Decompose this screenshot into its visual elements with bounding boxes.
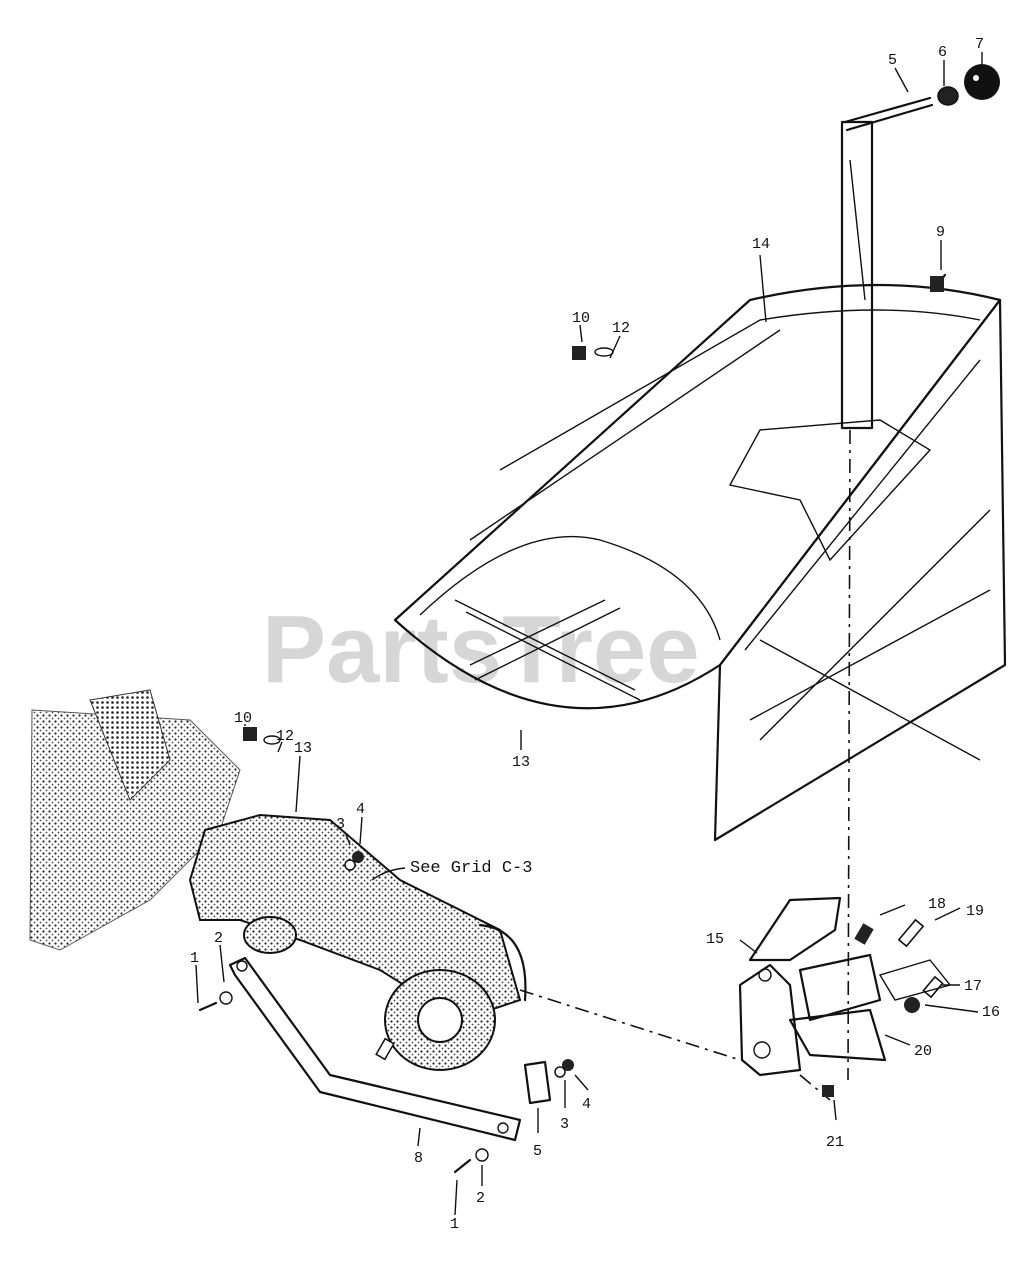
hardware-small	[198, 727, 834, 1174]
callout-4: 4	[356, 801, 365, 818]
gearbox-housing	[188, 813, 527, 1071]
callout-9: 9	[936, 224, 945, 241]
callout-1: 1	[450, 1216, 459, 1233]
axis-line	[519, 989, 741, 1061]
callout-16: 16	[982, 1004, 1000, 1021]
callout-13: 13	[294, 740, 312, 757]
callout-12: 12	[612, 320, 630, 337]
tractor-hitch-area	[29, 689, 241, 951]
tine-shield	[393, 283, 1007, 842]
callout-10: 10	[234, 710, 252, 727]
callout-13: 13	[512, 754, 530, 771]
see-grid-note: See Grid C-3	[410, 859, 532, 878]
callout-20: 20	[914, 1043, 932, 1060]
callout-5: 5	[888, 52, 897, 69]
callout-2: 2	[476, 1190, 485, 1207]
callout-3: 3	[336, 816, 345, 833]
callout-17: 17	[964, 978, 982, 995]
callout-3: 3	[560, 1116, 569, 1133]
callout-numbers: 7 6 5 9 14 10 12 13 10 12 13 3 4 2 1 18 …	[190, 36, 1000, 1233]
callout-2: 2	[214, 930, 223, 947]
callout-8: 8	[414, 1150, 423, 1167]
callout-14: 14	[752, 236, 770, 253]
depth-bar-assembly	[840, 64, 1000, 1081]
leader-lines	[195, 52, 983, 1216]
callout-19: 19	[966, 903, 984, 920]
callout-1: 1	[190, 950, 199, 967]
watermark-text: PartsTree	[262, 596, 700, 703]
callout-18: 18	[928, 896, 946, 913]
hood-hardware-top	[572, 346, 614, 360]
callout-12: 12	[276, 728, 294, 745]
callout-21: 21	[826, 1134, 844, 1151]
callout-6: 6	[938, 44, 947, 61]
callout-7: 7	[975, 36, 984, 53]
callout-10: 10	[572, 310, 590, 327]
callout-15: 15	[706, 931, 724, 948]
callout-4: 4	[582, 1096, 591, 1113]
tine-arm	[228, 956, 522, 1142]
callout-5: 5	[533, 1143, 542, 1160]
mounting-bracket	[738, 896, 952, 1077]
